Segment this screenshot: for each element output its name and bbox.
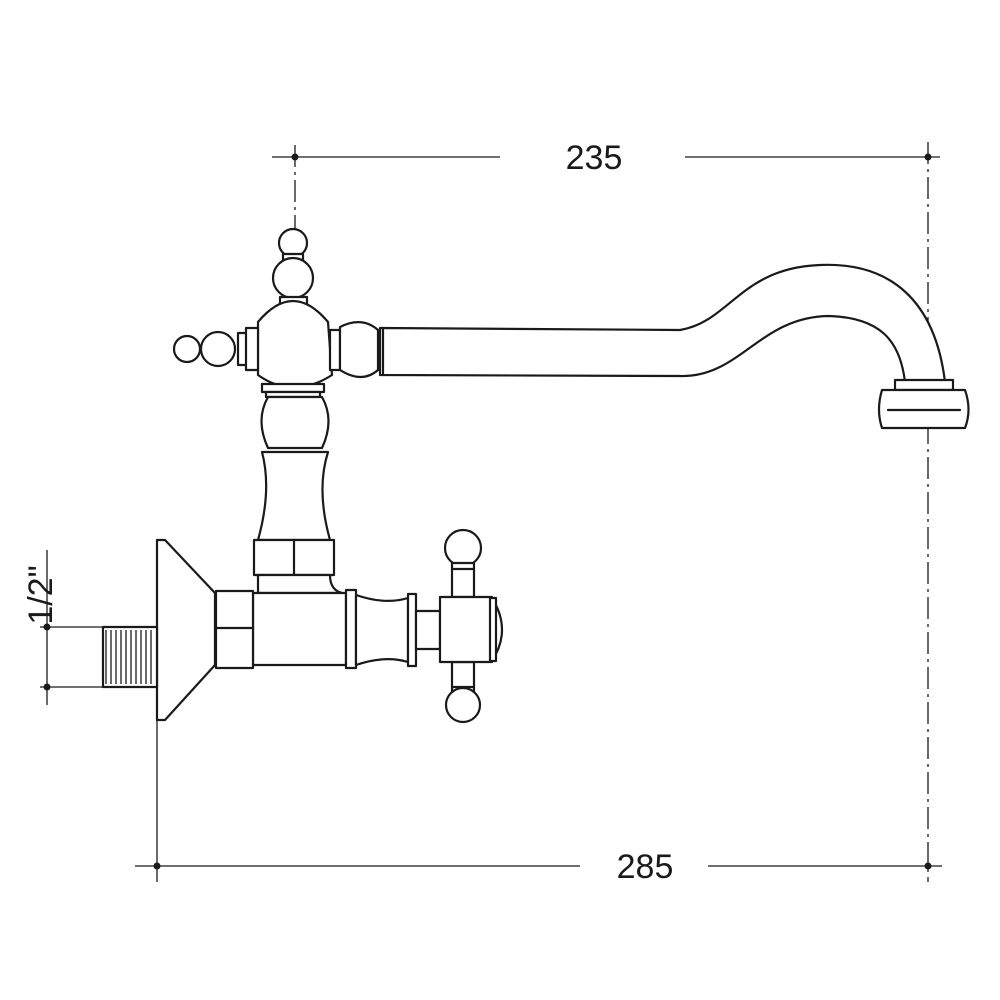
dimension-thread: 1/2": [22, 550, 103, 705]
thread-lines: [105, 630, 152, 684]
mixer-head: [172, 227, 380, 542]
cross-handle: [438, 528, 503, 724]
spout: [378, 263, 970, 430]
dimension-235: 235: [272, 139, 940, 232]
dimension-label-thread: 1/2": [22, 565, 60, 624]
dimension-label-285: 285: [617, 848, 674, 886]
valve-body: [101, 538, 442, 722]
dimension-label-235: 235: [566, 139, 623, 177]
dimension-285: 285: [135, 142, 942, 886]
